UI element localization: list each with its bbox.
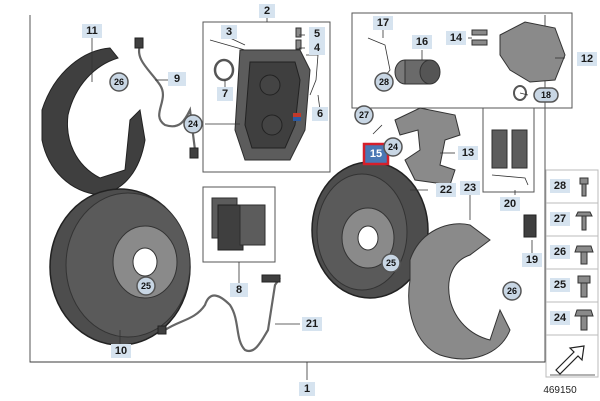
part-label-11: 11 [82, 24, 102, 38]
svg-text:26: 26 [114, 77, 124, 87]
part-label-15: 15 [362, 142, 390, 166]
bolt-24-icon [574, 309, 594, 331]
svg-text:27: 27 [359, 110, 369, 120]
brake-disc-10 [49, 188, 191, 346]
part-label-19: 19 [522, 253, 542, 267]
svg-text:25: 25 [554, 279, 566, 291]
svg-text:10: 10 [115, 345, 127, 357]
svg-text:21: 21 [306, 318, 318, 330]
svg-text:24: 24 [388, 142, 398, 152]
svg-text:22: 22 [440, 184, 452, 196]
grid-label-24: 24 [550, 311, 570, 325]
part-label-2: 2 [259, 4, 275, 18]
grid-label-28: 28 [550, 179, 570, 193]
brake-caliper [234, 49, 311, 161]
grid-label-27: 27 [550, 212, 570, 226]
svg-text:18: 18 [541, 90, 551, 100]
svg-text:9: 9 [174, 73, 180, 85]
svg-text:26: 26 [554, 246, 566, 258]
part-label-20: 20 [500, 197, 520, 211]
part-label-7: 7 [217, 87, 233, 101]
svg-text:3: 3 [226, 26, 232, 38]
svg-text:13: 13 [462, 147, 474, 159]
callout-27: 27 [354, 105, 374, 125]
part-label-13: 13 [458, 146, 478, 160]
rear-caliper-12 [499, 21, 566, 83]
bolt-25-icon [577, 275, 591, 298]
part-label-9: 9 [168, 72, 186, 86]
part-label-21: 21 [302, 317, 322, 331]
guide-bolt-14 [471, 29, 488, 36]
arrow-icon [550, 345, 595, 376]
svg-text:20: 20 [504, 198, 516, 210]
svg-text:23: 23 [464, 182, 476, 194]
part-label-10: 10 [111, 344, 131, 358]
callout-28: 28 [374, 72, 394, 92]
svg-text:27: 27 [554, 213, 566, 225]
callout-26b: 26 [502, 281, 522, 301]
brake-shield-11 [41, 47, 146, 196]
svg-text:16: 16 [416, 36, 428, 48]
grid-label-26: 26 [550, 245, 570, 259]
svg-text:25: 25 [386, 258, 396, 268]
svg-text:11: 11 [86, 25, 98, 37]
part-label-6: 6 [312, 107, 328, 121]
svg-text:28: 28 [379, 77, 389, 87]
part-label-4: 4 [309, 41, 325, 55]
callout-25a: 25 [136, 276, 156, 296]
caliper-group-frame [202, 21, 331, 173]
svg-text:2: 2 [264, 5, 270, 17]
svg-text:19: 19 [526, 254, 538, 266]
caliper-carrier-13 [394, 107, 461, 186]
svg-text:1: 1 [304, 383, 310, 395]
bolt-26-icon [574, 245, 594, 265]
svg-text:7: 7 [222, 88, 228, 100]
pads-group-frame [482, 107, 535, 193]
leader-lines [91, 30, 565, 345]
grid-label-25: 25 [550, 278, 570, 292]
svg-text:17: 17 [377, 17, 389, 29]
svg-text:24: 24 [554, 312, 567, 324]
callout-24b: 24 [383, 137, 403, 157]
part-label-1: 1 [299, 382, 315, 396]
brake-pads-20 [491, 129, 528, 169]
svg-text:12: 12 [581, 53, 593, 65]
part-label-12: 12 [577, 52, 597, 66]
part-label-23: 23 [460, 181, 480, 195]
svg-text:6: 6 [317, 108, 323, 120]
svg-text:24: 24 [188, 119, 198, 129]
brake-pads-8 [211, 197, 266, 251]
part-label-8: 8 [230, 283, 248, 297]
part-label-18: 18 [533, 87, 559, 103]
fastener-grid [545, 169, 599, 378]
screw-27-icon [575, 211, 593, 231]
part-label-16: 16 [412, 35, 432, 49]
callout-25b: 25 [381, 253, 401, 273]
svg-text:4: 4 [314, 42, 321, 54]
screw-28-icon [579, 177, 589, 197]
svg-text:14: 14 [450, 32, 463, 44]
reference-number: 469150 [543, 385, 577, 396]
part-label-22: 22 [436, 183, 456, 197]
cylinder-16 [394, 59, 441, 85]
clip-19 [523, 214, 537, 238]
brake-shield-23 [408, 223, 511, 360]
svg-text:5: 5 [314, 28, 320, 40]
part-label-3: 3 [221, 25, 237, 39]
callout-26a: 26 [109, 72, 129, 92]
callout-24a: 24 [183, 114, 203, 134]
svg-text:26: 26 [507, 286, 517, 296]
rear-caliper-group-frame [351, 12, 573, 109]
wear-sensor-21 [164, 277, 281, 353]
svg-text:28: 28 [554, 180, 566, 192]
svg-text:25: 25 [141, 281, 151, 291]
svg-text:15: 15 [370, 148, 382, 160]
part-label-17: 17 [373, 16, 393, 30]
part-label-14: 14 [446, 31, 466, 45]
svg-text:8: 8 [236, 284, 242, 296]
wear-sensor-9 [137, 44, 197, 151]
part-label-5: 5 [309, 27, 325, 41]
